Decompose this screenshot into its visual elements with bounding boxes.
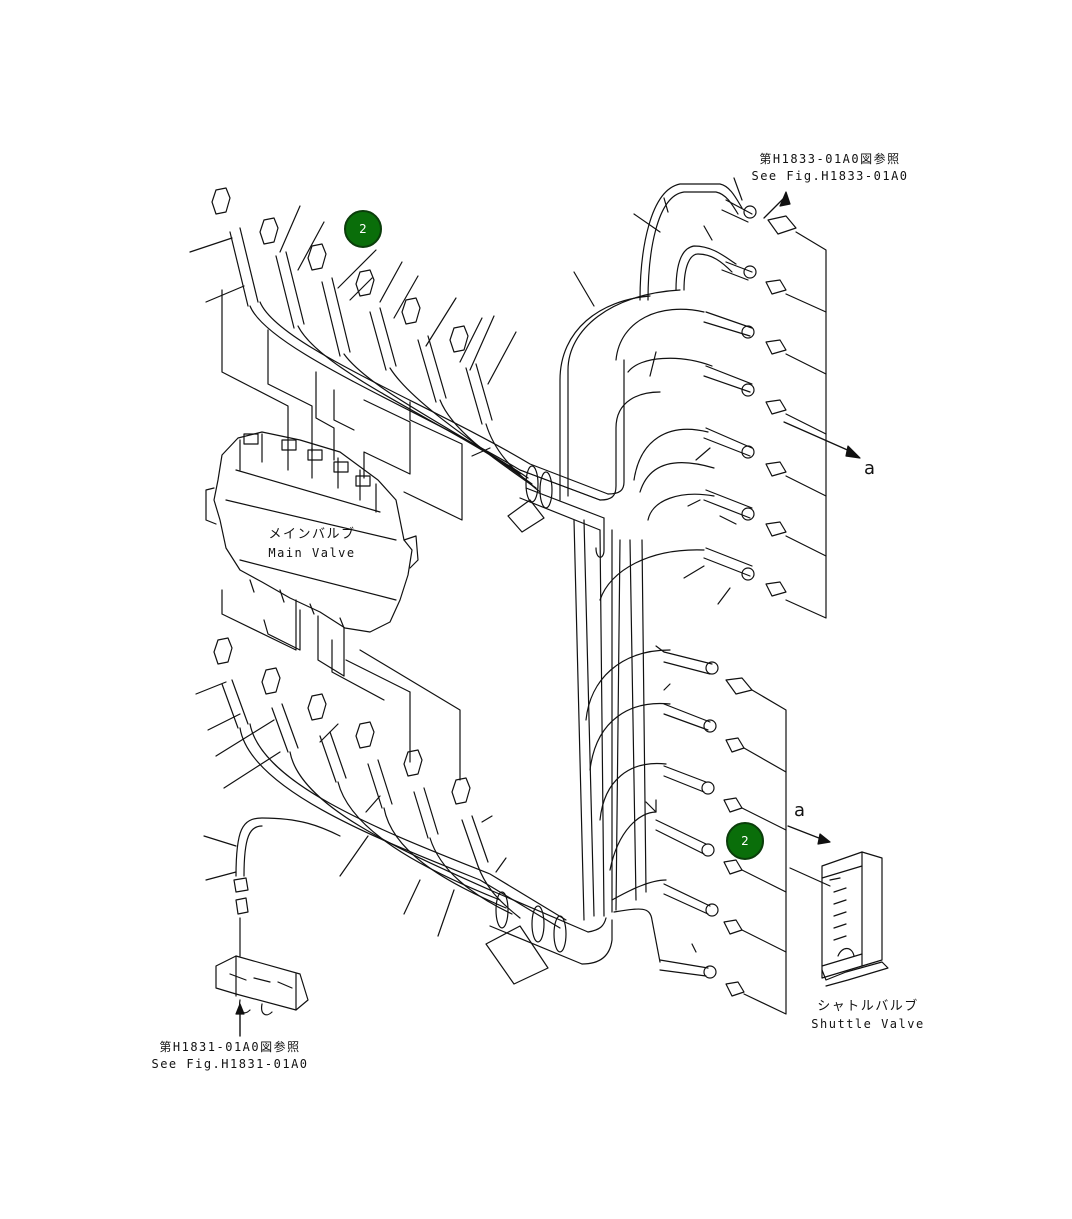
vertical-hose-bundle bbox=[559, 289, 681, 965]
pilot-valve bbox=[203, 817, 341, 1037]
connector-brackets bbox=[221, 289, 463, 781]
right-upper-hoses bbox=[573, 177, 861, 619]
ref-bottom-jp: 第H1831-01A0図参照 bbox=[159, 1040, 301, 1054]
shuttle-valve-en: Shuttle Valve bbox=[811, 1017, 925, 1031]
ref-bottom-en: See Fig.H1831-01A0 bbox=[151, 1057, 309, 1071]
arrow-a-right-label: a bbox=[864, 458, 876, 479]
shuttle-valve-jp: シャトルバルブ bbox=[817, 999, 919, 1014]
main-valve-en: Main Valve bbox=[268, 546, 356, 560]
right-lower-hoses bbox=[585, 645, 831, 1015]
main-valve-body bbox=[205, 431, 419, 633]
callout-marker-lower[interactable]: 2 bbox=[726, 822, 764, 860]
ref-top-jp: 第H1833-01A0図参照 bbox=[759, 152, 901, 166]
callout-marker-top[interactable]: 2 bbox=[344, 210, 382, 248]
upper-fittings bbox=[189, 187, 609, 501]
ref-top-en: See Fig.H1833-01A0 bbox=[751, 169, 909, 183]
arrow-a-lower-label: a bbox=[794, 800, 806, 821]
shuttle-valve-body bbox=[821, 851, 889, 987]
main-valve-jp: メインバルブ bbox=[268, 527, 356, 542]
lower-fittings bbox=[195, 637, 567, 937]
